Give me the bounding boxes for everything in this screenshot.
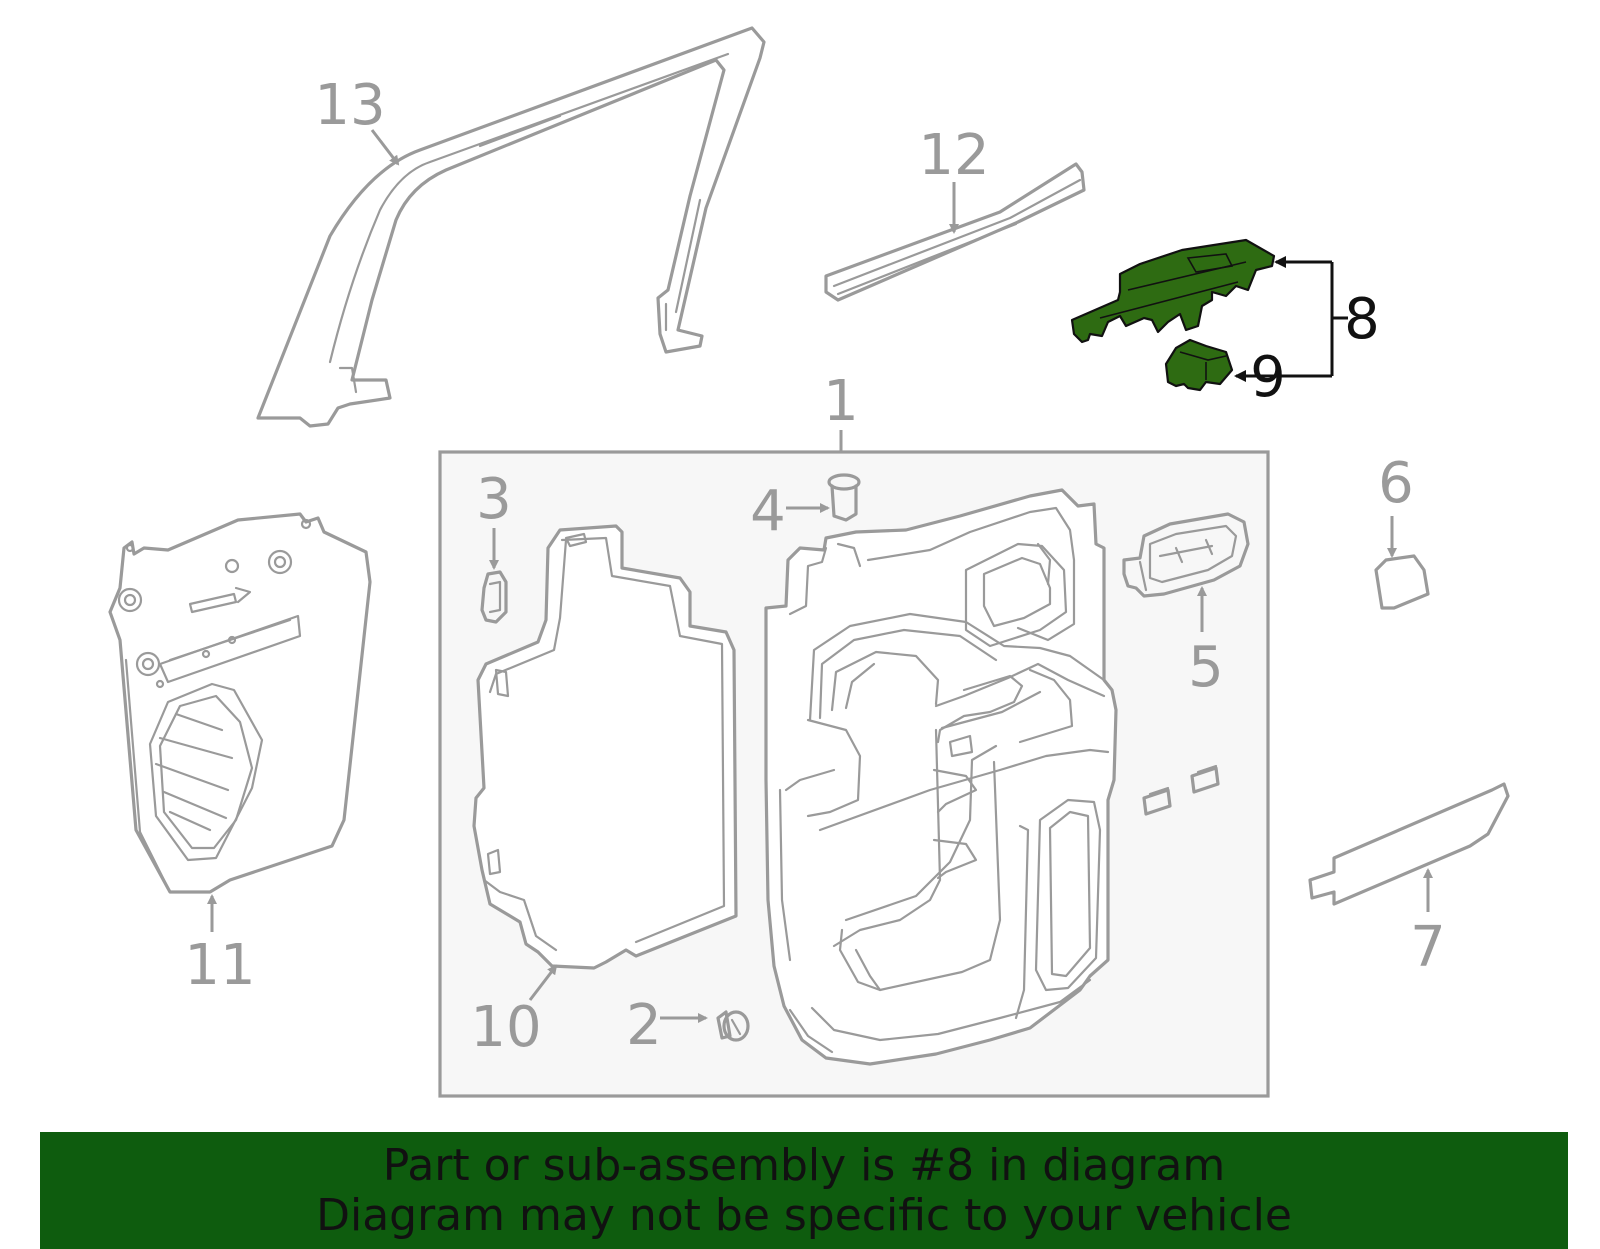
molding-part-7 [1308,782,1510,906]
water-deflector-part-10 [472,524,738,970]
callout-10: 10 [470,995,541,1060]
callout-7: 7 [1410,915,1446,980]
speaker-panel-part-11 [108,512,372,894]
callout-13-leader [370,129,400,166]
callout-1: 1 [823,369,859,434]
door-trim-panel-part-1 [764,488,1118,1066]
part-notice-banner: Part or sub-assembly is #8 in diagram Di… [40,1132,1568,1249]
handle-housing-part-5 [1122,512,1250,598]
callout-13: 13 [314,73,385,138]
callout-2: 2 [626,993,662,1058]
channel-strip-part-12 [824,162,1086,302]
push-pin-part-4 [827,473,861,522]
clip-part-3 [480,570,508,624]
parts-diagram: 1 2 3 4 5 6 7 8 9 10 11 12 13 [108,26,1510,1098]
cap-part-6 [1374,554,1430,610]
callout-8: 8 [1344,287,1380,352]
callout-10-leader [528,964,558,1001]
callout-12: 12 [918,123,989,188]
callout-4: 4 [750,479,786,544]
callout-3: 3 [476,467,512,532]
window-frame-part-13 [256,26,766,428]
switch-bezel-part-8-highlighted [1070,238,1276,344]
callout-6: 6 [1378,451,1414,516]
banner-line-1: Part or sub-assembly is #8 in diagram [382,1139,1226,1191]
switch-part-9-highlighted [1164,338,1234,392]
callout-9: 9 [1250,345,1286,410]
small-clip-pair [1142,764,1220,816]
banner-line-2: Diagram may not be specific to your vehi… [316,1189,1292,1241]
callout-5: 5 [1188,635,1224,700]
callout-11: 11 [184,933,255,998]
clip-part-2 [716,1010,750,1042]
